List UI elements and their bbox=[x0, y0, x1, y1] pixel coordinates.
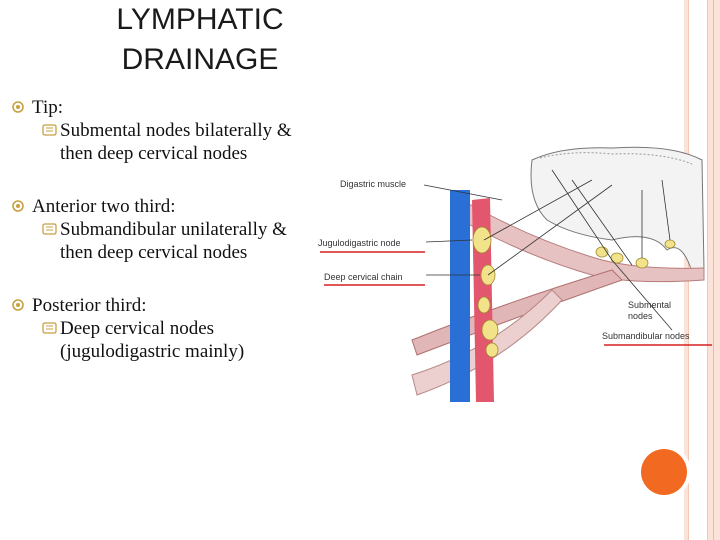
tongue-outline bbox=[539, 152, 693, 165]
label-deep-cervical-chain: Deep cervical chain bbox=[324, 272, 403, 282]
gear-bullet-icon bbox=[12, 101, 24, 113]
submental-node bbox=[664, 239, 676, 249]
title-line-1: LYMPHATIC bbox=[116, 3, 284, 36]
bullet-item-tip: Tip: Submental nodes bilaterally & then … bbox=[8, 96, 308, 165]
scroll-bullet-icon bbox=[42, 322, 57, 334]
bullet-label: Tip: bbox=[32, 97, 63, 118]
label-submental-line1: Submental bbox=[628, 300, 671, 310]
deep-cervical-node bbox=[485, 342, 499, 358]
sub-bullet-text: Submental nodes bilaterally & then deep … bbox=[60, 120, 292, 164]
submandibular-node bbox=[635, 257, 649, 269]
bullet-item-anterior: Anterior two third: Submandibular unilat… bbox=[8, 195, 308, 264]
bullet-label: Posterior third: bbox=[32, 295, 147, 316]
label-submandibular-nodes: Submandibular nodes bbox=[602, 331, 690, 341]
sub-bullet-text: Submandibular unilaterally & then deep c… bbox=[60, 219, 287, 263]
deep-cervical-node bbox=[477, 296, 491, 314]
lymphatic-diagram: Digastric muscle Jugulodigastric node De… bbox=[312, 140, 716, 402]
sub-bullet-text: Deep cervical nodes (jugulodigastric mai… bbox=[60, 318, 245, 362]
deep-cervical-node bbox=[481, 319, 499, 341]
label-submental-line2: nodes bbox=[628, 311, 653, 321]
neck-anatomy-illustration: Digastric muscle Jugulodigastric node De… bbox=[318, 146, 712, 402]
slide-title: LYMPHATIC DRAINAGE bbox=[60, 0, 340, 80]
label-jugulodigastric-node: Jugulodigastric node bbox=[318, 238, 401, 248]
bullet-list: Tip: Submental nodes bilaterally & then … bbox=[8, 96, 308, 363]
sub-bullet: Submandibular unilaterally & then deep c… bbox=[32, 218, 308, 264]
drainage-arrows bbox=[423, 169, 673, 331]
sub-bullet: Deep cervical nodes (jugulodigastric mai… bbox=[32, 317, 308, 363]
right-frame-line bbox=[713, 0, 714, 540]
node-cluster bbox=[472, 226, 676, 358]
scroll-bullet-icon bbox=[42, 223, 57, 235]
gear-bullet-icon bbox=[12, 200, 24, 212]
bullet-item-posterior: Posterior third: Deep cervical nodes (ju… bbox=[8, 294, 308, 363]
omohyoid-muscle-shape bbox=[411, 269, 623, 356]
internal-jugular-vein bbox=[450, 190, 470, 402]
digastric-muscle-shape bbox=[451, 199, 705, 283]
bullet-label: Anterior two third: bbox=[32, 196, 176, 217]
jugulodigastric-node bbox=[472, 226, 492, 254]
label-digastric-muscle: Digastric muscle bbox=[340, 179, 406, 189]
sub-bullet: Submental nodes bilaterally & then deep … bbox=[32, 119, 308, 165]
scroll-bullet-icon bbox=[42, 124, 57, 136]
title-line-2: DRAINAGE bbox=[121, 43, 279, 76]
accent-circle bbox=[641, 449, 687, 495]
gear-bullet-icon bbox=[12, 299, 24, 311]
